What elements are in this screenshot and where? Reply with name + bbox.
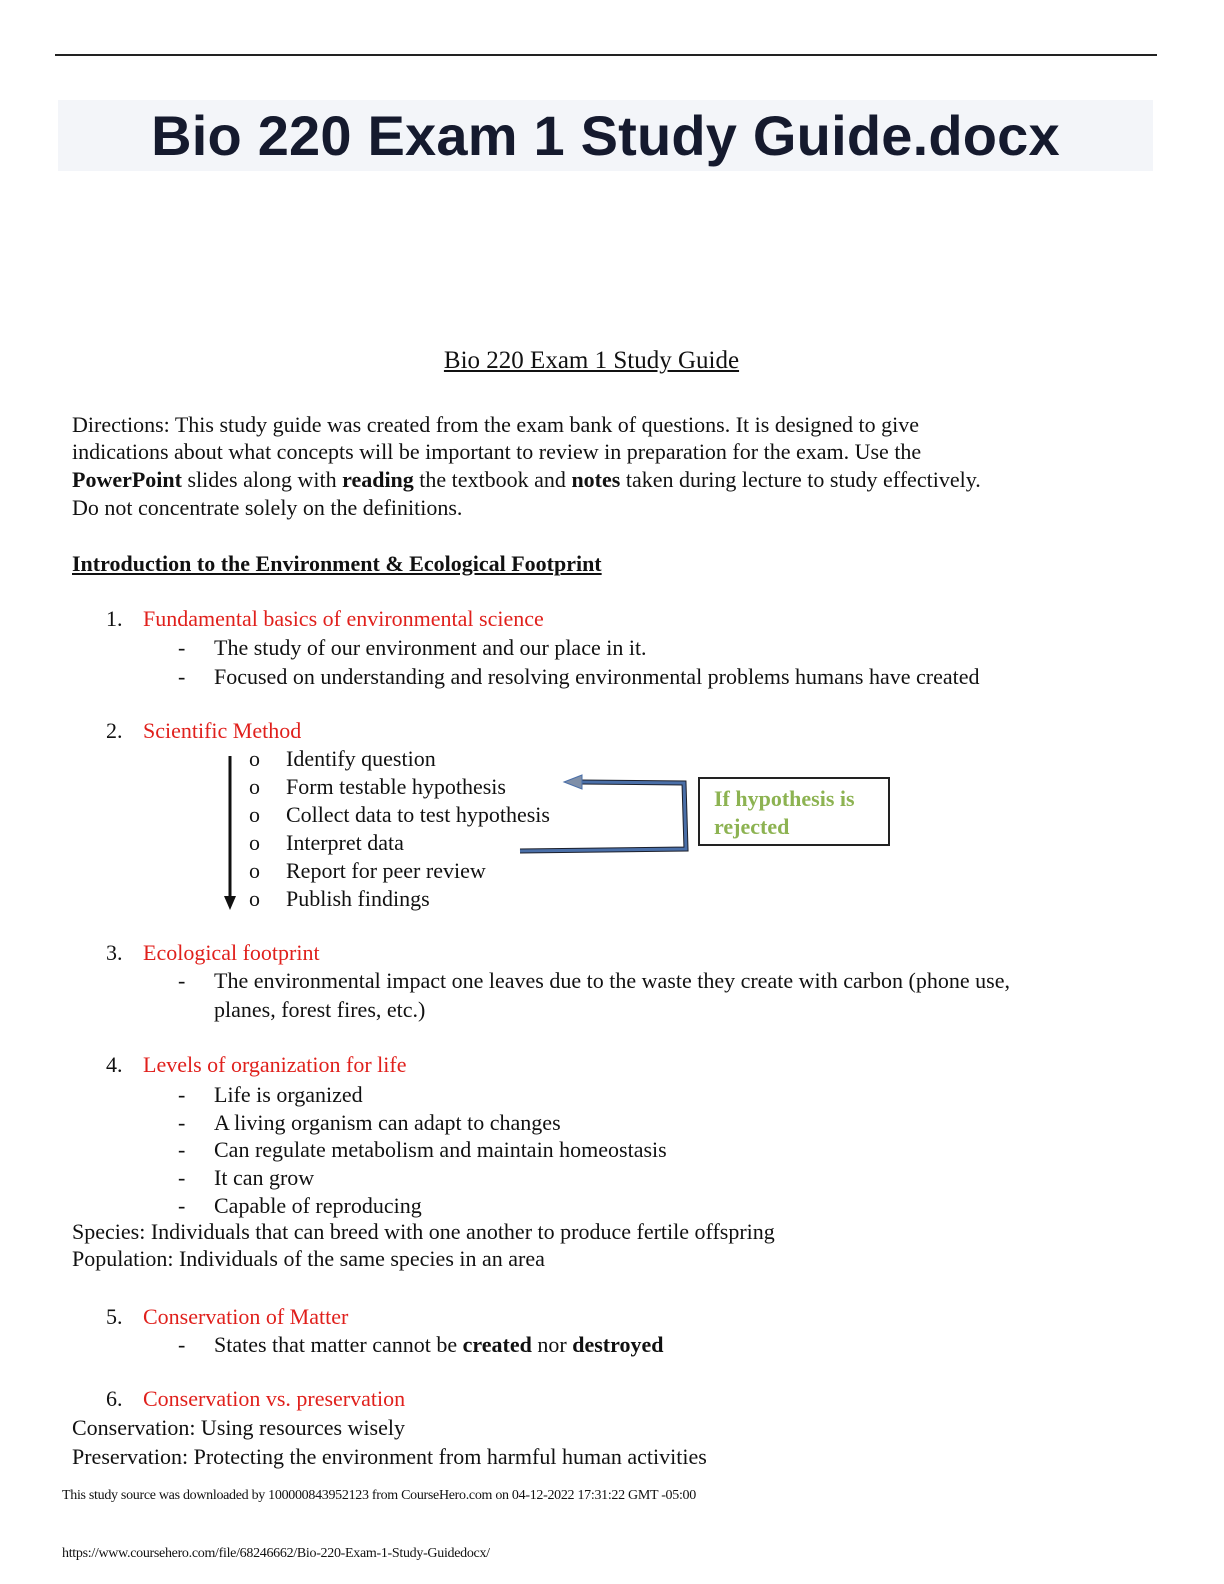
conservation-definition: Conservation: Using resources wisely — [72, 1415, 405, 1440]
step-marker: o — [249, 858, 260, 883]
section-heading: Introduction to the Environment & Ecolog… — [72, 551, 602, 576]
step-report-peer-review: Report for peer review — [286, 858, 486, 883]
step-marker: o — [249, 886, 260, 911]
bullet-marker: - — [178, 968, 186, 993]
item-5-number: 5. — [106, 1304, 123, 1329]
bullet-marker: - — [178, 635, 186, 660]
item-3-bullet-1: The environmental impact one leaves due … — [214, 968, 1010, 993]
step-marker: o — [249, 746, 260, 771]
step-marker: o — [249, 774, 260, 799]
flow-down-arrowhead — [224, 896, 236, 910]
step-interpret-data: Interpret data — [286, 830, 404, 855]
item-1-title: Fundamental basics of environmental scie… — [143, 606, 544, 631]
item-4-bullet-3: Can regulate metabolism and maintain hom… — [214, 1137, 667, 1162]
bullet-marker: - — [178, 1137, 186, 1162]
directions-line-1: Directions: This study guide was created… — [72, 412, 920, 437]
banner: Bio 220 Exam 1 Study Guide.docx — [58, 100, 1153, 171]
item-4-bullet-2: A living organism can adapt to changes — [214, 1110, 561, 1135]
matter-text-b: nor — [531, 1332, 573, 1357]
matter-destroyed: destroyed — [572, 1332, 664, 1357]
item-1-bullet-1: The study of our environment and our pla… — [214, 635, 647, 660]
item-2-title: Scientific Method — [143, 718, 302, 743]
step-publish-findings: Publish findings — [286, 886, 430, 911]
item-6-title: Conservation vs. preservation — [143, 1386, 406, 1411]
footer-url[interactable]: https://www.coursehero.com/file/68246662… — [62, 1546, 490, 1561]
directions-line-4: Do not concentrate solely on the definit… — [72, 495, 463, 520]
directions-reading: reading — [342, 467, 414, 492]
feedback-loop-line-dark — [519, 779, 689, 854]
bullet-marker: - — [178, 1332, 186, 1357]
item-5-title: Conservation of Matter — [143, 1304, 349, 1329]
bullet-marker: - — [178, 1165, 186, 1190]
directions-powerpoint: PowerPoint — [72, 467, 182, 492]
item-4-title: Levels of organization for life — [143, 1052, 407, 1077]
bullet-marker: - — [178, 1193, 186, 1218]
item-1-number: 1. — [106, 606, 123, 631]
directions-text-a: slides along with — [181, 467, 343, 492]
item-3-title: Ecological footprint — [143, 940, 320, 965]
footer-source-notice: This study source was downloaded by 1000… — [62, 1488, 696, 1503]
species-definition: Species: Individuals that can breed with… — [72, 1219, 775, 1244]
matter-created: created — [462, 1332, 532, 1357]
directions-line-2: indications about what concepts will be … — [72, 439, 922, 464]
population-definition: Population: Individuals of the same spec… — [72, 1246, 545, 1271]
bullet-marker: - — [178, 1110, 186, 1135]
item-4-number: 4. — [106, 1052, 123, 1077]
step-marker: o — [249, 802, 260, 827]
matter-text-a: States that matter cannot be — [214, 1332, 463, 1357]
directions-line-3: PowerPoint slides along with reading the… — [72, 466, 981, 494]
item-4-bullet-5: Capable of reproducing — [214, 1193, 422, 1218]
rejected-hypothesis-note: If hypothesis is rejected — [698, 777, 890, 846]
directions-notes: notes — [571, 467, 621, 492]
item-6-number: 6. — [106, 1386, 123, 1411]
top-rule — [55, 54, 1157, 56]
item-2-number: 2. — [106, 718, 123, 743]
item-3-number: 3. — [106, 940, 123, 965]
item-5-bullet-1: States that matter cannot be created nor… — [214, 1331, 663, 1359]
item-4-bullet-4: It can grow — [214, 1165, 315, 1190]
preservation-definition: Preservation: Protecting the environment… — [72, 1444, 707, 1469]
bullet-marker: - — [178, 664, 186, 689]
directions-text-b: the textbook and — [413, 467, 572, 492]
step-identify-question: Identify question — [286, 746, 436, 771]
item-3-bullet-1-cont: planes, forest fires, etc.) — [214, 997, 426, 1022]
feedback-arrowhead — [562, 774, 583, 790]
item-4-bullet-1: Life is organized — [214, 1082, 363, 1107]
step-collect-data: Collect data to test hypothesis — [286, 802, 550, 827]
item-1-bullet-2: Focused on understanding and resolving e… — [214, 664, 980, 689]
directions-text-c: taken during lecture to study effectivel… — [620, 467, 981, 492]
step-marker: o — [249, 830, 260, 855]
document-title: Bio 220 Exam 1 Study Guide — [443, 347, 740, 374]
banner-title: Bio 220 Exam 1 Study Guide.docx — [151, 104, 1060, 167]
bullet-marker: - — [178, 1082, 186, 1107]
feedback-loop-line — [519, 780, 688, 853]
step-form-hypothesis: Form testable hypothesis — [286, 774, 506, 799]
